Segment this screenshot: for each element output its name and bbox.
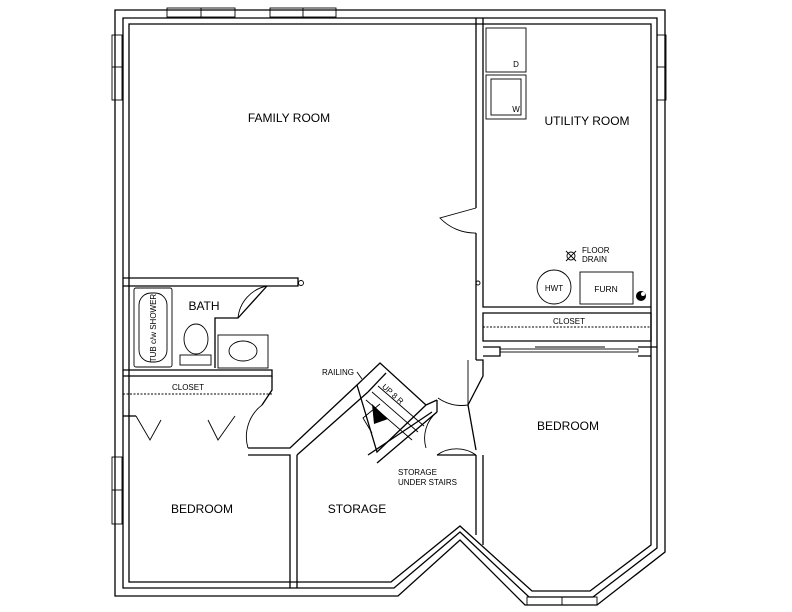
dryer-label: D xyxy=(513,60,519,69)
family-room-door xyxy=(437,360,469,406)
dryer xyxy=(485,27,527,73)
railing-leader xyxy=(356,371,363,380)
storage-under-stairs-label-2: UNDER STAIRS xyxy=(398,478,457,487)
stair-direction-arrow xyxy=(372,404,388,424)
windows xyxy=(111,7,667,606)
bath-label: BATH xyxy=(188,299,219,313)
bedroom-left-door xyxy=(245,404,263,449)
floor-drain-icon xyxy=(566,251,576,261)
utility-room-label: UTILITY ROOM xyxy=(544,114,629,128)
furnace xyxy=(579,271,634,305)
bifold-closet-door xyxy=(499,348,639,353)
post-icon xyxy=(475,280,481,286)
railing-label: RAILING xyxy=(322,368,354,377)
storage-under-stairs-label-1: STORAGE xyxy=(398,468,437,477)
hot-water-tank xyxy=(536,269,572,305)
bedroom-right-label: BEDROOM xyxy=(537,419,599,433)
interior-walls xyxy=(123,18,657,588)
doors xyxy=(135,207,477,456)
bathtub xyxy=(133,287,173,368)
tub-label: TUB c/w SHOWER xyxy=(149,294,158,363)
bifold-closet-doors xyxy=(135,415,236,441)
utility-closet-label: CLOSET xyxy=(553,317,585,326)
sink xyxy=(228,340,258,362)
hwt-label: HWT xyxy=(545,284,563,293)
washer xyxy=(485,74,527,120)
toilet-tank xyxy=(179,354,212,366)
window-left-upper xyxy=(111,34,123,101)
utility-door xyxy=(439,207,477,234)
family-room-label: FAMILY ROOM xyxy=(248,111,330,125)
bedroom-left-label: BEDROOM xyxy=(171,502,233,516)
storage-doors xyxy=(424,411,477,456)
storage-label: STORAGE xyxy=(328,502,386,516)
washer-label: W xyxy=(512,105,520,114)
fixtures xyxy=(133,27,646,380)
furnace-label: FURN xyxy=(594,284,618,294)
window-right xyxy=(656,34,667,101)
bath-closet-label: CLOSET xyxy=(172,383,204,392)
floor-drain-label-2: DRAIN xyxy=(582,255,607,264)
toilet-bowl xyxy=(183,323,209,355)
sump-pit-icon xyxy=(636,291,646,301)
bath-door xyxy=(237,285,268,319)
window-left-lower xyxy=(111,456,123,525)
vanity xyxy=(217,334,269,369)
floor-drain-label-1: FLOOR xyxy=(582,246,610,255)
